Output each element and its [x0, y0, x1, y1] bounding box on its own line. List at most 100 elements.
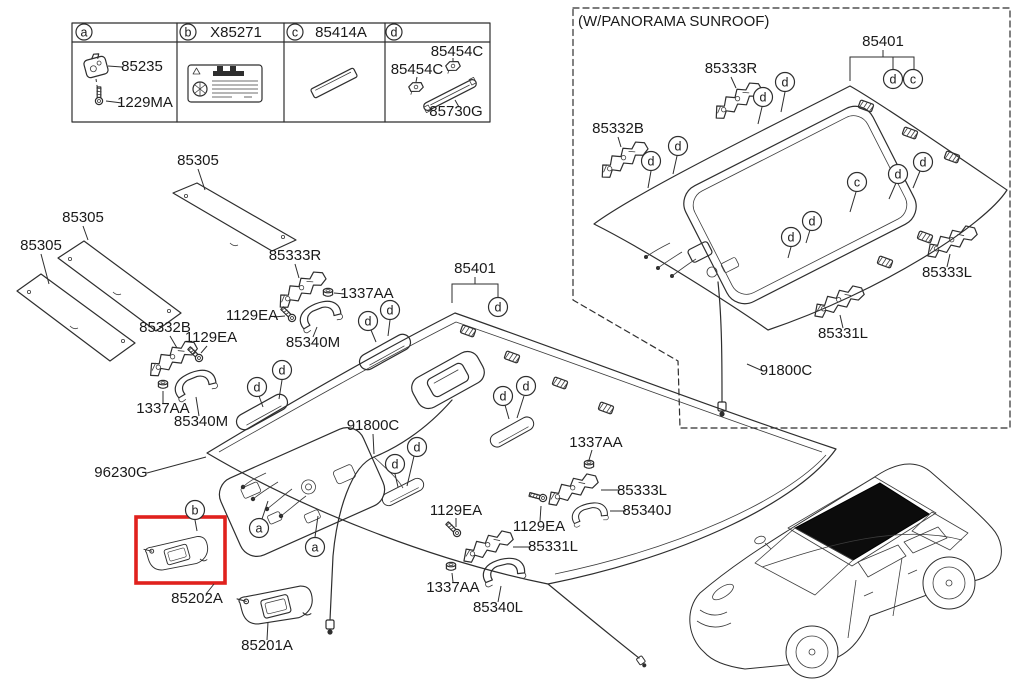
front-console-area — [218, 427, 386, 557]
callout-d[interactable]: d — [365, 315, 372, 329]
part-label-85340M-2[interactable]: 85340M — [174, 413, 228, 430]
bracket-85333L — [543, 471, 602, 508]
part-label-1129EA-2[interactable]: 1129EA — [185, 329, 237, 346]
assist-handle-85340M — [170, 364, 220, 404]
part-label-85454C-1[interactable]: 85454C — [431, 43, 484, 60]
part-label-96230G[interactable]: 96230G — [94, 464, 147, 481]
callout-d[interactable]: d — [279, 364, 286, 378]
part-label-1337AA-2[interactable]: 1337AA — [136, 400, 189, 417]
main-diagram: 85305 85305 85305 85333R 1337AA 1129EA 8… — [16, 152, 837, 670]
callout-d[interactable]: d — [788, 231, 795, 245]
part-label-85401-pano[interactable]: 85401 — [862, 33, 904, 50]
callout-b[interactable]: b — [192, 504, 199, 518]
callout-d[interactable]: d — [500, 390, 507, 404]
console-cutout — [687, 241, 713, 263]
clip-icon — [551, 376, 569, 390]
part-label-85332B-pano[interactable]: 85332B — [592, 120, 644, 137]
part-label-1129EA-4[interactable]: 1129EA — [430, 502, 482, 519]
part-label-85414A[interactable]: 85414A — [315, 24, 367, 41]
grille — [699, 609, 728, 616]
part-label-85401[interactable]: 85401 — [454, 260, 496, 277]
part-label-85333L-pano[interactable]: 85333L — [922, 264, 972, 281]
callout-d[interactable]: d — [387, 304, 394, 318]
connector-icon — [635, 655, 649, 670]
bracket-85333R — [272, 268, 332, 311]
part-label-91800C[interactable]: 91800C — [347, 417, 400, 434]
callout-d[interactable]: d — [648, 155, 655, 169]
headlight — [712, 583, 734, 601]
callout-d[interactable]: d — [920, 156, 927, 170]
callout-d[interactable]: d — [760, 91, 767, 105]
panorama-headliner-art — [593, 85, 1008, 418]
legend-cell-d: d 85454C 85454C 85730G — [385, 23, 484, 120]
callout-d[interactable]: d — [675, 140, 682, 154]
callout-a-icon: a — [75, 23, 93, 41]
rear-wheel — [922, 556, 976, 610]
legend-cell-c: c 85414A — [286, 23, 367, 99]
part-label-1337AA-3[interactable]: 1337AA — [569, 434, 622, 451]
part-label-85305-2[interactable]: 85305 — [62, 209, 104, 226]
part-label-85333L[interactable]: 85333L — [617, 482, 667, 499]
part-label-85201A[interactable]: 85201A — [241, 637, 293, 654]
callout-d[interactable]: d — [414, 441, 421, 455]
callout-d[interactable]: d — [895, 168, 902, 182]
part-label-1129EA-1[interactable]: 1129EA — [226, 307, 278, 324]
legend-table-border — [71, 22, 491, 123]
screw-icon — [527, 490, 549, 504]
panorama-panel: (W/PANORAMA SUNROOF) — [572, 7, 1011, 429]
part-label-85340J[interactable]: 85340J — [622, 502, 671, 519]
callout-d[interactable]: d — [809, 215, 816, 229]
part-label-85305-3[interactable]: 85305 — [20, 237, 62, 254]
part-label-91800C-pano[interactable]: 91800C — [760, 362, 813, 379]
part-label-85331L-pano[interactable]: 85331L — [818, 325, 868, 342]
callout-d[interactable]: d — [495, 301, 502, 315]
callout-d[interactable]: d — [392, 458, 399, 472]
sunvisor-retainer-part — [83, 53, 109, 79]
warning-label-part — [187, 64, 263, 103]
part-label-85730G[interactable]: 85730G — [429, 103, 482, 120]
part-label-X85271[interactable]: X85271 — [210, 24, 262, 41]
callout-c[interactable]: c — [854, 176, 860, 190]
part-label-85340L[interactable]: 85340L — [473, 599, 523, 616]
part-label-85454C-2[interactable]: 85454C — [391, 61, 444, 78]
part-label-85332B[interactable]: 85332B — [139, 319, 191, 336]
handle-mount-pad — [379, 475, 427, 509]
callout-d[interactable]: d — [254, 381, 261, 395]
callout-d[interactable]: d — [890, 73, 897, 87]
screw-icon — [94, 86, 104, 106]
part-label-85333R[interactable]: 85333R — [269, 247, 322, 264]
part-label-85333R-pano[interactable]: 85333R — [705, 60, 758, 77]
main-callouts: d d d d d d d d d a a b — [184, 296, 537, 558]
part-label-1337AA-1[interactable]: 1337AA — [340, 285, 393, 302]
assist-handle-85340M — [295, 295, 345, 335]
part-label-1229MA[interactable]: 1229MA — [117, 94, 173, 111]
part-label-1129EA-3[interactable]: 1129EA — [513, 518, 565, 535]
part-label-85235[interactable]: 85235 — [121, 58, 163, 75]
part-label-85305-1[interactable]: 85305 — [177, 152, 219, 169]
part-label-85331L[interactable]: 85331L — [528, 538, 578, 555]
callout-a[interactable]: a — [256, 522, 263, 536]
sunvisor-85202A — [143, 531, 212, 577]
roof-rail-strip-part — [423, 76, 477, 114]
bracket-clip-icon — [407, 79, 425, 96]
legend-cell-a: a 85235 1229MA — [75, 23, 173, 111]
wiring-harness-art — [240, 399, 649, 670]
callout-d[interactable]: d — [523, 380, 530, 394]
part-label-85340M-1[interactable]: 85340M — [286, 334, 340, 351]
car-illustration — [689, 463, 1002, 679]
callout-a[interactable]: a — [312, 541, 319, 555]
legend-callout-a: a — [81, 26, 88, 40]
handle-mount-pad — [233, 390, 291, 434]
legend-callout-c: c — [292, 26, 298, 40]
lamp-cutout — [720, 257, 740, 273]
legend-callout-b: b — [185, 26, 192, 40]
assist-handle-85340L — [479, 553, 528, 589]
sunvisor-85201A — [236, 580, 317, 632]
part-label-1337AA-4[interactable]: 1337AA — [426, 579, 479, 596]
handle-mount-pad — [356, 330, 414, 374]
callout-d[interactable]: d — [782, 76, 789, 90]
legend-callout-d: d — [391, 26, 398, 40]
callout-c[interactable]: c — [910, 73, 916, 87]
part-label-85202A[interactable]: 85202A — [171, 590, 223, 607]
